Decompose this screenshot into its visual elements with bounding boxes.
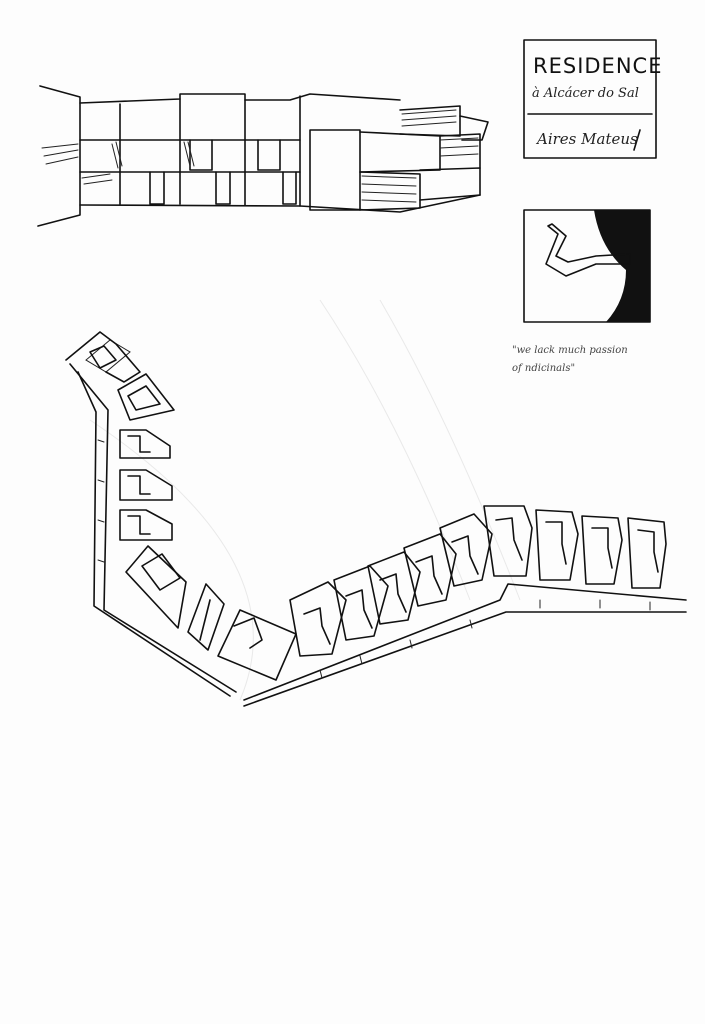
sketch-location: à Alcácer do Sal xyxy=(532,86,639,101)
title-block xyxy=(523,39,657,159)
sketch-quote: "we lack much passion of ndicinals" xyxy=(512,342,672,378)
plan-thumbnail xyxy=(523,209,651,323)
sketch-architect: Aires Mateus xyxy=(537,130,638,148)
sketch-title: RESIDENCE xyxy=(533,54,663,78)
quote-line: "we lack much passion xyxy=(512,345,628,356)
site-plan-sketch xyxy=(65,331,687,707)
quote-line: of ndicinals" xyxy=(512,363,576,374)
elevation-sketch xyxy=(37,85,489,227)
